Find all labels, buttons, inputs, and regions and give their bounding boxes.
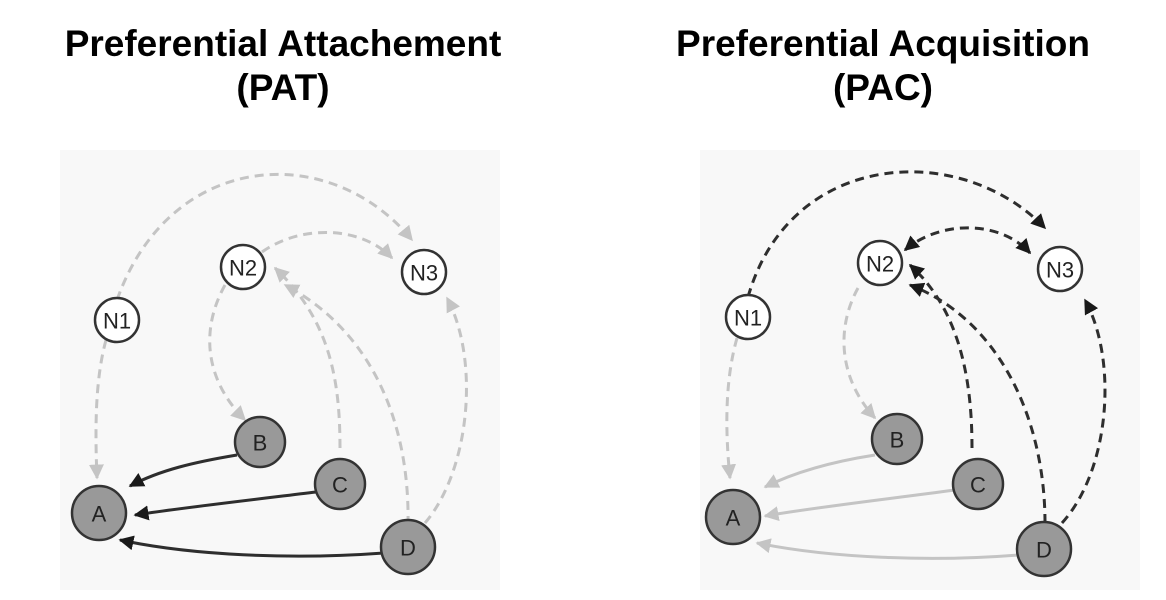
pac-node-c-label: C — [970, 473, 986, 498]
pac-edge-n1-n3 — [746, 170, 1047, 298]
pac-node-n3: N3 — [1036, 245, 1084, 293]
pac-node-n2: N2 — [856, 239, 904, 287]
pac-title: Preferential Acquisition (PAC) — [600, 22, 1166, 110]
pac-node-n1: N1 — [724, 293, 772, 341]
pac-node-d: D — [1015, 520, 1073, 578]
pat-edge-b-a — [128, 453, 238, 488]
pat-node-a: A — [70, 484, 128, 542]
pat-edge-n2-n3 — [261, 230, 394, 260]
pac-solid-edges — [755, 453, 1019, 560]
pat-node-n1: N1 — [93, 296, 141, 344]
pac-dashed-grey-edges — [721, 287, 877, 480]
pac-node-n2-label: N2 — [866, 252, 894, 277]
pat-background — [60, 150, 500, 590]
pac-node-n3-label: N3 — [1046, 258, 1074, 283]
pac-node-n1-label: N1 — [734, 306, 762, 331]
pat-node-c-label: C — [332, 473, 348, 498]
pac-edge-c-a — [763, 488, 956, 522]
pat-node-b: B — [233, 415, 287, 469]
pat-edge-d-a — [118, 535, 384, 558]
pat-node-n2: N2 — [219, 243, 267, 291]
pac-title-line2: (PAC) — [832, 67, 933, 108]
pac-node-a: A — [704, 488, 762, 546]
pac-node-b: B — [870, 412, 924, 466]
pac-node-a-label: A — [726, 506, 741, 531]
pac-panel: N1 N2 N3 B C A D — [700, 150, 1140, 590]
pac-background — [700, 150, 1140, 590]
pat-node-a-label: A — [92, 502, 107, 527]
pat-edge-c-a — [133, 490, 317, 521]
pat-node-n2-label: N2 — [229, 256, 257, 281]
pac-edge-d-a — [755, 538, 1019, 560]
pac-node-b-label: B — [890, 428, 905, 453]
pat-solid-edges — [118, 453, 384, 558]
pac-edge-n2-n3 — [903, 226, 1032, 255]
pac-node-c: C — [951, 457, 1005, 511]
pat-node-n3-label: N3 — [410, 261, 438, 286]
pat-node-c: C — [313, 457, 367, 511]
pat-node-n1-label: N1 — [103, 309, 131, 334]
pat-edge-n1-a — [88, 339, 108, 480]
pat-node-d-label: D — [400, 536, 416, 561]
pat-panel: N1 N2 N3 B C A D — [60, 150, 500, 590]
pat-title-line1: Preferential Attachement — [64, 23, 502, 64]
pat-node-d: D — [379, 518, 437, 576]
pac-edge-n2-b — [842, 287, 877, 420]
pac-title-line1: Preferential Acquisition — [676, 23, 1090, 64]
pat-node-b-label: B — [253, 431, 268, 456]
pac-edge-b-a — [763, 453, 876, 489]
pac-edge-n1-a — [721, 337, 739, 480]
pat-edge-n2-b — [208, 284, 247, 422]
pat-edge-n1-n3 — [115, 173, 414, 301]
pat-title: Preferential Attachement (PAT) — [0, 22, 566, 110]
pat-node-n3: N3 — [400, 248, 448, 296]
pat-dashed-edges — [88, 173, 468, 526]
pac-dashed-dark-edges — [746, 170, 1107, 525]
pat-edge-d-n2 — [283, 283, 410, 526]
pat-title-line2: (PAT) — [236, 67, 330, 108]
pac-node-d-label: D — [1036, 538, 1052, 563]
